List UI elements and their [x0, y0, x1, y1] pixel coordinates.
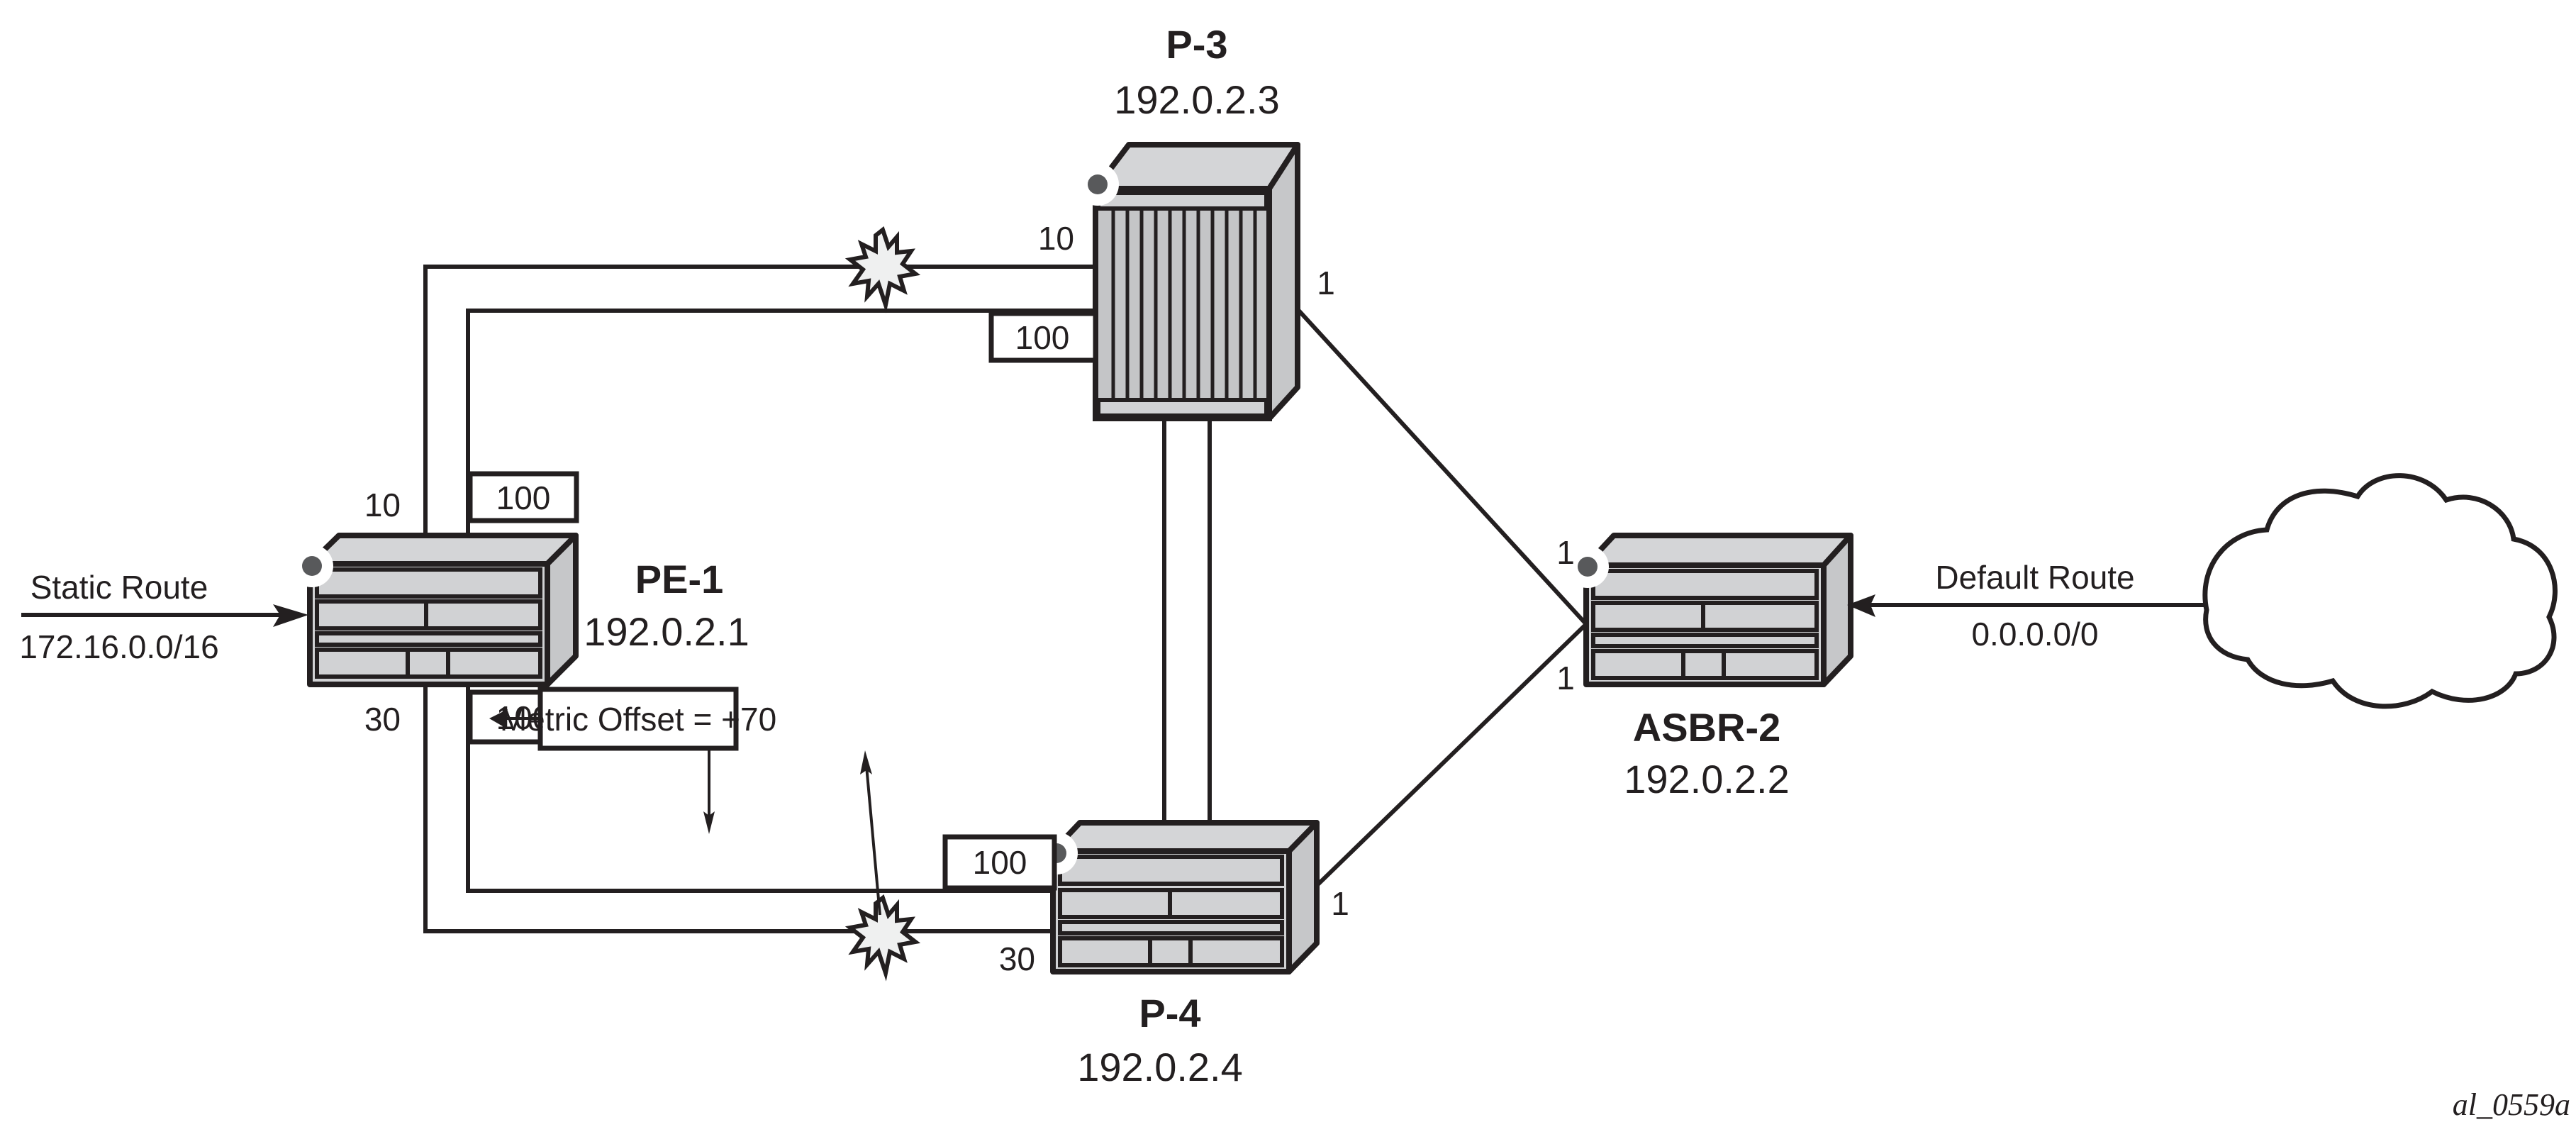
metric-label: 10 — [364, 487, 401, 523]
links — [423, 265, 1588, 933]
metric-label: 30 — [999, 940, 1035, 977]
static-route-prefix: 172.16.0.0/16 — [19, 628, 218, 665]
metric-label: 100 — [1015, 319, 1070, 356]
link-failure-burst-icon — [844, 226, 921, 313]
node-name: P-3 — [1166, 22, 1227, 67]
link-p3-asbr2 — [1280, 290, 1588, 626]
default-route-label: Default Route — [1935, 559, 2134, 596]
default-route: Default Route 0.0.0.0/0 — [1847, 559, 2205, 652]
external-network-cloud-icon — [2202, 473, 2558, 709]
metric-label: 30 — [364, 701, 401, 738]
node-ip: 192.0.2.1 — [584, 609, 749, 654]
link-pe1-p4-outer — [423, 684, 1054, 933]
router-p4[interactable]: P-4 192.0.2.4 — [1035, 820, 1320, 1089]
arrow-down-icon — [703, 811, 715, 834]
status-led — [1088, 174, 1108, 194]
metric-label: 100 — [973, 844, 1027, 881]
metric-box — [467, 471, 579, 523]
router-chassis-icon — [1583, 533, 1853, 568]
node-ip: 192.0.2.3 — [1114, 77, 1280, 122]
metric-label: 1 — [1331, 885, 1349, 922]
static-route-label: Static Route — [30, 569, 208, 606]
router-asbr2[interactable]: ASBR-2 192.0.2.2 — [1566, 533, 1853, 801]
status-led — [1578, 557, 1598, 577]
metric-label: 1 — [1556, 534, 1575, 571]
default-route-prefix: 0.0.0.0/0 — [1971, 616, 2098, 652]
metric-box — [942, 834, 1057, 891]
node-name: PE-1 — [635, 557, 724, 601]
node-ip: 192.0.2.2 — [1624, 757, 1790, 801]
metric-label: 10 — [1038, 220, 1074, 257]
metric-offset-annotation: Metric Offset = +70 — [489, 687, 881, 916]
router-pe1[interactable]: PE-1 192.0.2.1 — [291, 533, 749, 687]
metric-offset-box — [537, 687, 739, 751]
link-pe1-p4-inner — [466, 684, 1054, 893]
metric-label: 100 — [496, 479, 551, 516]
arrow-left-icon — [489, 709, 508, 729]
node-ip: 192.0.2.4 — [1077, 1045, 1243, 1089]
router-chassis-icon — [1093, 142, 1300, 191]
arrow-up-icon — [860, 750, 872, 774]
node-name: P-4 — [1139, 991, 1200, 1035]
link-p4-asbr2 — [1299, 622, 1588, 903]
router-chassis-icon — [1050, 820, 1320, 854]
metric-box — [988, 311, 1098, 363]
link-failure-burst-icon — [844, 894, 921, 982]
router-p3[interactable]: P-3 192.0.2.3 — [1076, 22, 1300, 421]
arrow-right-icon — [273, 604, 308, 627]
metric-label: 1 — [1317, 265, 1335, 301]
router-chassis-icon — [307, 533, 579, 567]
node-name: ASBR-2 — [1633, 705, 1780, 750]
arrow-left-icon — [1847, 594, 1875, 617]
status-led — [302, 556, 322, 576]
metric-label: 1 — [1556, 660, 1575, 696]
figure-id: al_0559a — [2453, 1087, 2570, 1122]
metric-labels: 10 10 100 100 30 30 100 100 1 1 1 1 — [364, 220, 1575, 977]
metric-offset-label: Metric Offset = +70 — [500, 701, 776, 738]
static-route: Static Route 172.16.0.0/16 — [19, 569, 308, 665]
